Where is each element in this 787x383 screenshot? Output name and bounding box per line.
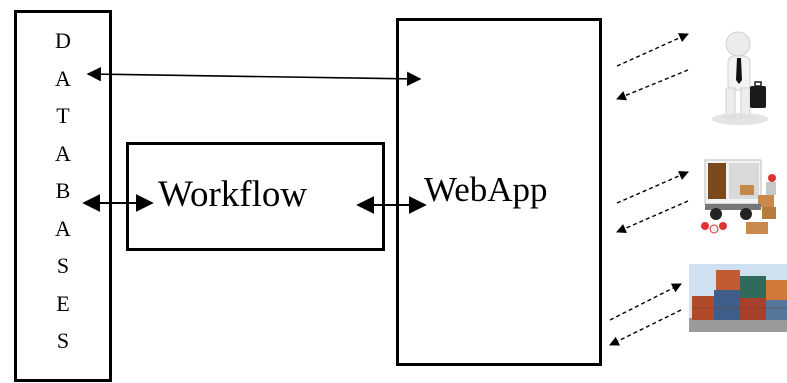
databases-letter: A (55, 140, 71, 166)
webapp-to-truck-arrow (616, 171, 689, 204)
delivery-truck-icon (697, 158, 781, 236)
databases-letter: E (56, 290, 70, 316)
person-icon (712, 31, 768, 125)
webapp-to-person-arrow (616, 33, 689, 67)
databases-letter: B (55, 178, 71, 203)
webapp-to-containers-arrow (609, 283, 682, 321)
containers-to-webapp-arrow (609, 309, 682, 346)
databases-letter: A (55, 65, 71, 91)
databases-letter: T (56, 103, 70, 128)
person-to-webapp-arrow (616, 69, 689, 101)
workflow-label: Workflow (158, 174, 308, 215)
databases-letter: S (56, 328, 70, 353)
db-webapp-arrow (86, 66, 422, 87)
databases-letter: A (55, 215, 71, 241)
databases-label: D A T A B A S E S (14, 22, 112, 360)
databases-letter: S (56, 253, 70, 278)
webapp-label: WebApp (424, 170, 548, 209)
databases-letter: D (55, 28, 71, 53)
shipping-containers-icon (689, 264, 787, 332)
truck-to-webapp-arrow (616, 200, 689, 233)
webapp-box (396, 18, 602, 366)
